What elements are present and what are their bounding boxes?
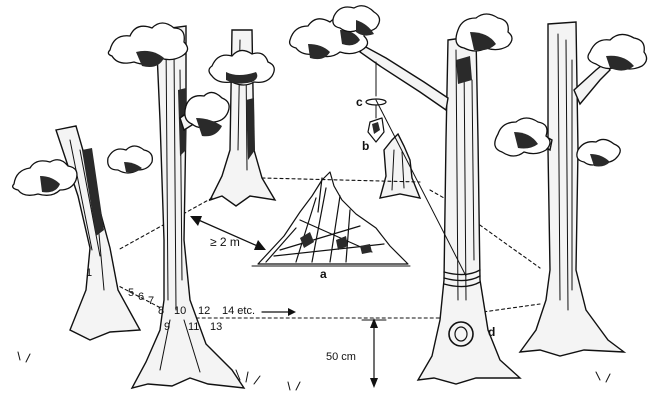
label-point-6: 6 <box>138 291 144 303</box>
foliage-back-center <box>209 50 274 85</box>
tree-front-right <box>360 36 520 384</box>
label-point-8: 8 <box>158 305 164 317</box>
direction-arrow <box>262 308 296 316</box>
label-point-14: 14 etc. <box>222 305 255 317</box>
label-point-11: 11 <box>188 321 199 333</box>
label-d: d <box>488 325 495 339</box>
ground-grass <box>18 352 610 390</box>
label-a: a <box>320 267 327 281</box>
label-point-7: 7 <box>148 295 154 307</box>
label-point-10: 10 <box>174 305 186 317</box>
label-point-5: 5 <box>128 287 134 299</box>
tree-far-right <box>520 22 624 356</box>
height-arrow <box>362 318 386 388</box>
label-point-9: 9 <box>164 321 170 333</box>
label-height: 50 cm <box>326 351 356 363</box>
label-distance: ≥ 2 m <box>210 235 240 249</box>
label-point-1: 1 <box>86 267 92 279</box>
foliage-front-right <box>290 6 512 59</box>
stump-back-right <box>380 134 420 198</box>
label-b: b <box>362 139 369 153</box>
label-point-13: 13 <box>210 321 222 333</box>
label-point-12: 12 <box>198 305 210 317</box>
label-c: c <box>356 95 363 109</box>
